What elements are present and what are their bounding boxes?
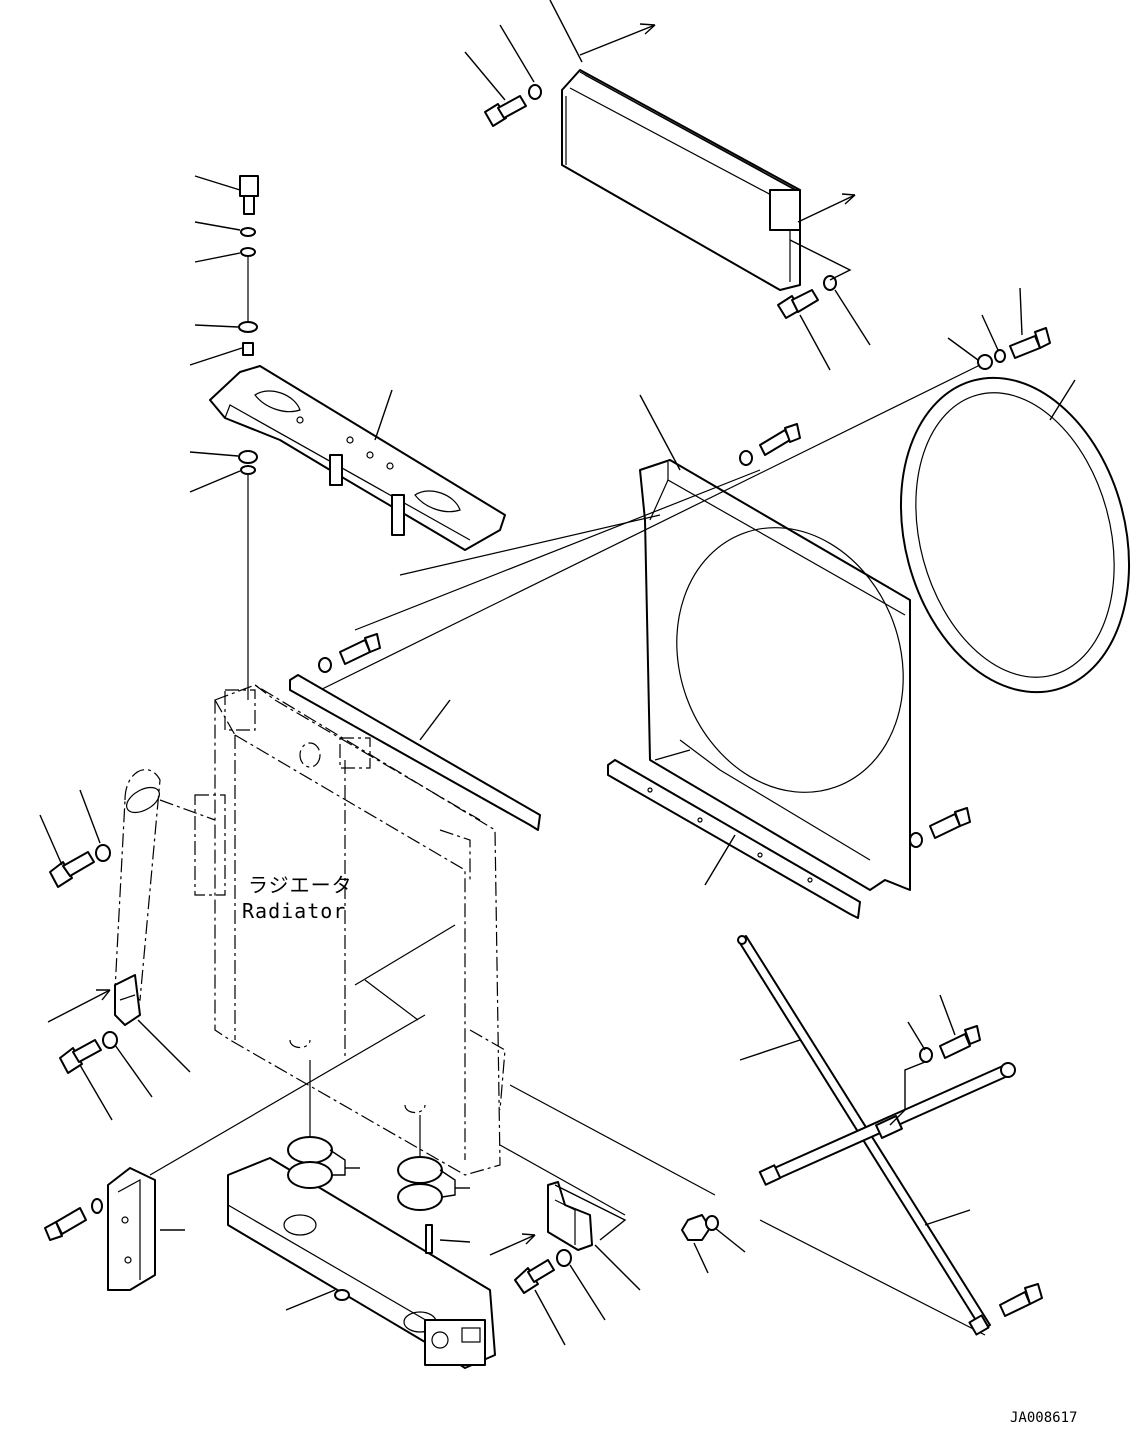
radiator-top-strip <box>289 674 541 831</box>
fan-ring <box>899 376 1131 694</box>
radiator-core <box>214 684 506 1176</box>
lower-left-bracket <box>107 1167 156 1291</box>
bracket-bolt-left <box>59 1031 118 1074</box>
cooler-bolt-top <box>484 84 542 127</box>
stay-rod-short <box>758 1062 1016 1186</box>
rod-bolt-upper <box>919 1025 981 1063</box>
shroud-bolt <box>739 423 801 466</box>
hose-bolt <box>49 844 111 888</box>
shroud-lower-strip <box>607 759 861 919</box>
top-support-bracket <box>209 365 506 551</box>
assembly-lines <box>149 364 986 1336</box>
radiator-label-english: Radiator <box>242 899 347 923</box>
rod-bolt-lower <box>999 1283 1043 1317</box>
radiator-label-japanese: ラジエータ <box>248 873 353 897</box>
shroud-bolt-lower <box>909 807 971 848</box>
pin <box>425 1224 471 1254</box>
leader-lines-cooler <box>464 0 871 371</box>
fan-shroud <box>639 459 911 891</box>
drawing-id: JA008617 <box>1010 1410 1078 1426</box>
cooler-core <box>561 69 801 291</box>
cooler-bolt-bottom <box>777 275 837 319</box>
lower-right-bracket <box>547 1181 593 1251</box>
side-bracket-left <box>114 974 141 1026</box>
mount-bolt-stack <box>238 175 259 700</box>
rubber-pads <box>287 1060 470 1211</box>
rod-nut <box>681 1214 719 1241</box>
bottom-support <box>227 1157 496 1369</box>
leader-lines-bolt-stack <box>189 175 243 493</box>
lower-left-bolt <box>44 1198 103 1241</box>
radiator-bolt-top <box>318 633 381 673</box>
upper-hose <box>114 769 226 1001</box>
lower-right-bolt <box>514 1249 572 1294</box>
ring-bolt <box>977 327 1051 370</box>
